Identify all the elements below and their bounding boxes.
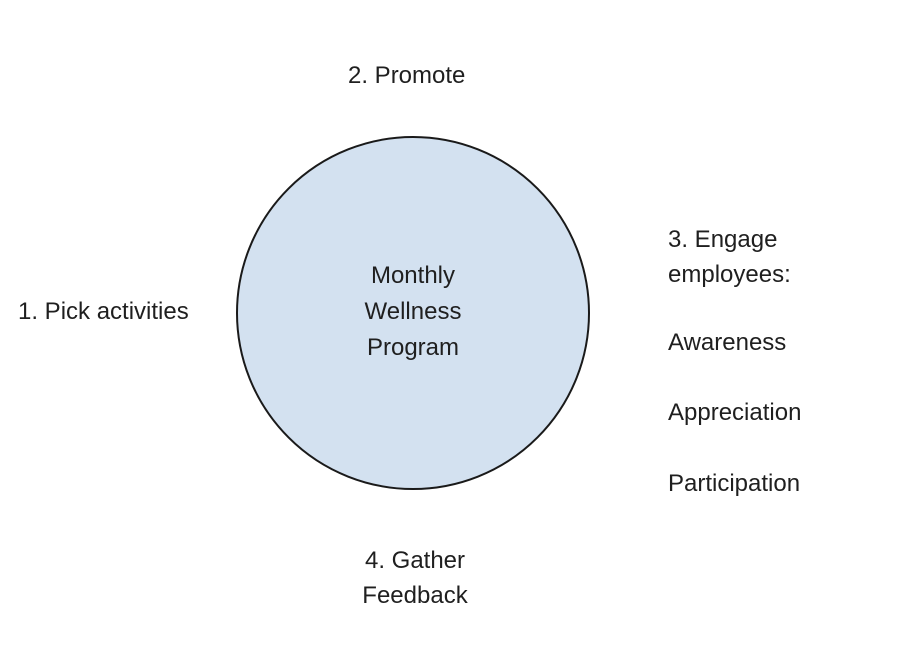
engage-item-participation: Participation bbox=[668, 470, 801, 497]
program-circle bbox=[236, 136, 590, 490]
step-engage-line-1: 3. Engage bbox=[668, 226, 778, 253]
program-title-line-1: Monthly bbox=[370, 262, 456, 289]
program-title-line-3: Program bbox=[366, 334, 460, 361]
program-title: Monthly Wellness Program bbox=[318, 258, 508, 366]
step-engage-employees: 3. Engage employees: bbox=[668, 222, 791, 292]
step-pick-activities: 1. Pick activities bbox=[18, 298, 189, 325]
engage-item-awareness: Awareness bbox=[668, 329, 787, 356]
step-promote: 2. Promote bbox=[348, 62, 466, 89]
step-gather-line-1: 4. Gather bbox=[364, 547, 466, 574]
step-gather-line-2: Feedback bbox=[362, 582, 468, 609]
program-title-line-2: Wellness bbox=[364, 298, 462, 325]
step-engage-line-2: employees: bbox=[668, 261, 791, 288]
engage-item-appreciation: Appreciation bbox=[668, 399, 802, 426]
step-gather-feedback: 4. Gather Feedback bbox=[340, 543, 490, 613]
